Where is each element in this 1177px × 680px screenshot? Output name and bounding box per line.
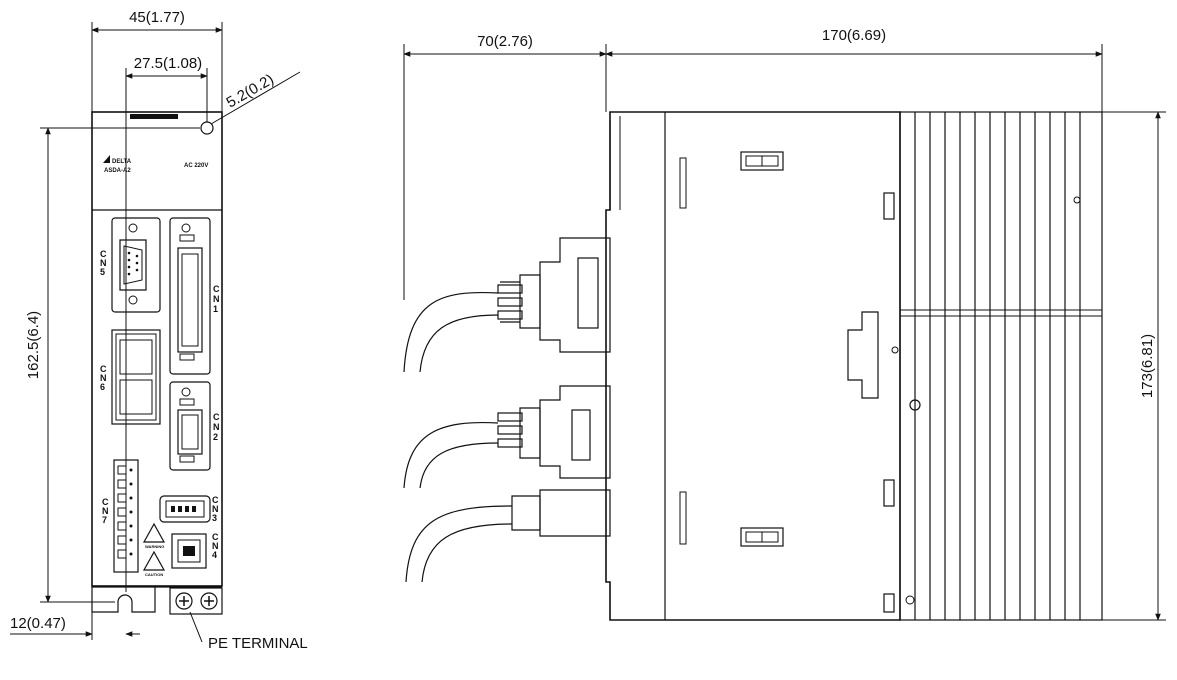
cn6-label-num: 6 [100, 382, 105, 392]
cn6-label-n: N [100, 373, 107, 383]
side-dimensions: 70(2.76) 170(6.69) 173(6.81) [403, 27, 1166, 621]
dim-mount-hole: 5.2(0.2) [224, 71, 277, 112]
cn1-label-num: 1 [213, 304, 218, 314]
front-view: DELTA ASDA-A2 AC 220V C N 5 C N 1 C N 6 [91, 111, 223, 615]
cn1-label-n: N [213, 294, 220, 304]
caution-label: CAUTION [145, 572, 163, 577]
cn7-label-num: 7 [102, 515, 107, 525]
side-housing [605, 111, 901, 621]
cable-cn3 [405, 489, 611, 583]
cn4-usb-connector [171, 533, 207, 569]
cn5-connector [111, 217, 161, 313]
cn4-label-num: 4 [212, 550, 217, 560]
voltage-label: AC 220V [184, 163, 208, 169]
cn7-label-n: N [102, 506, 109, 516]
cable-cn2 [403, 385, 611, 489]
cable-cn1 [403, 237, 611, 373]
cn7-label-c: C [102, 497, 109, 507]
cn2-label-c: C [213, 412, 220, 422]
heat-sink [899, 111, 1103, 621]
pe-terminal-block [169, 587, 223, 615]
mount-notch-bottom [91, 586, 156, 613]
cn3-label-c: C [212, 495, 219, 505]
dim-body-depth: 170(6.69) [822, 27, 886, 44]
pe-terminal-label: PE TERMINAL [208, 635, 308, 652]
cn4-label-c: C [212, 532, 219, 542]
cn6-label-c: C [100, 364, 107, 374]
cn2-label-n: N [213, 422, 220, 432]
dim-side-height: 173(6.81) [1139, 334, 1156, 398]
cn2-connector [169, 381, 211, 471]
cn5-label-n: N [100, 258, 107, 268]
side-clip-bottom [740, 527, 784, 547]
dim-front-width: 45(1.77) [129, 9, 185, 26]
cn2-label-num: 2 [213, 432, 218, 442]
cn4-label-n: N [212, 541, 219, 551]
cn3-label-num: 3 [212, 513, 217, 523]
cn3-connector [159, 495, 211, 523]
brand-line1: DELTA [112, 159, 132, 165]
caution-icon [142, 550, 166, 571]
side-clip-top [740, 151, 784, 171]
dim-cable-depth: 70(2.76) [477, 33, 533, 50]
brand-line2: ASDA-A2 [104, 168, 131, 174]
dim-connector-offset: 27.5(1.08) [134, 55, 202, 72]
warning-label: WARNING [145, 544, 164, 549]
cn3-label-n: N [212, 504, 219, 514]
warning-icon [142, 522, 166, 543]
cn5-label-num: 5 [100, 267, 105, 277]
cn1-connector [169, 217, 211, 375]
cn1-label-c: C [213, 284, 220, 294]
cn6-connector [111, 329, 161, 425]
dim-front-height: 162.5(6.4) [25, 311, 42, 379]
front-body-outline [91, 111, 223, 587]
side-view [403, 111, 1103, 621]
cn5-label-c: C [100, 249, 107, 259]
dim-bottom-offset: 12(0.47) [10, 615, 66, 632]
